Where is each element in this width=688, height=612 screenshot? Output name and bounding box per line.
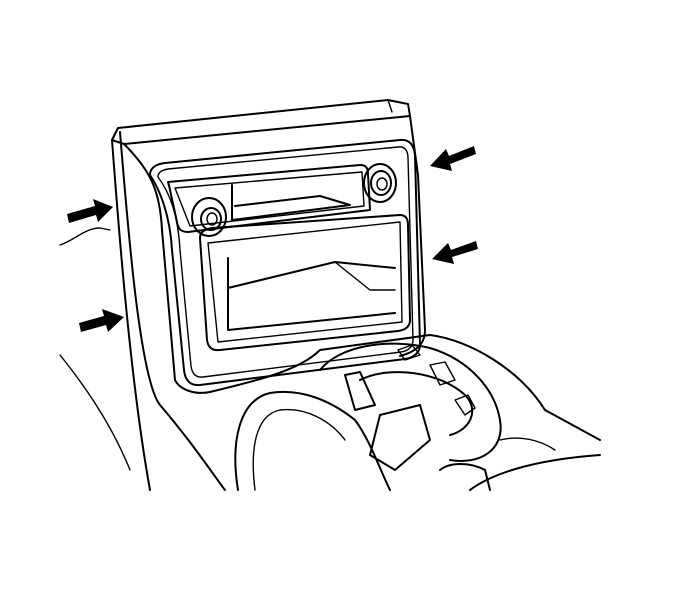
console-outline (111, 99, 426, 491)
upper-storage-pocket (167, 164, 371, 233)
arrow-upper-right (430, 146, 476, 171)
cupholder-area (59, 227, 601, 491)
arrow-upper-left (67, 199, 113, 223)
right-power-outlet (363, 163, 397, 203)
arrow-lower-left (79, 309, 124, 332)
power-outlets (191, 163, 397, 237)
indicator-arrows (67, 146, 478, 332)
arrow-lower-right (432, 241, 478, 264)
lower-storage-pocket (199, 214, 411, 352)
left-power-outlet (191, 197, 227, 237)
